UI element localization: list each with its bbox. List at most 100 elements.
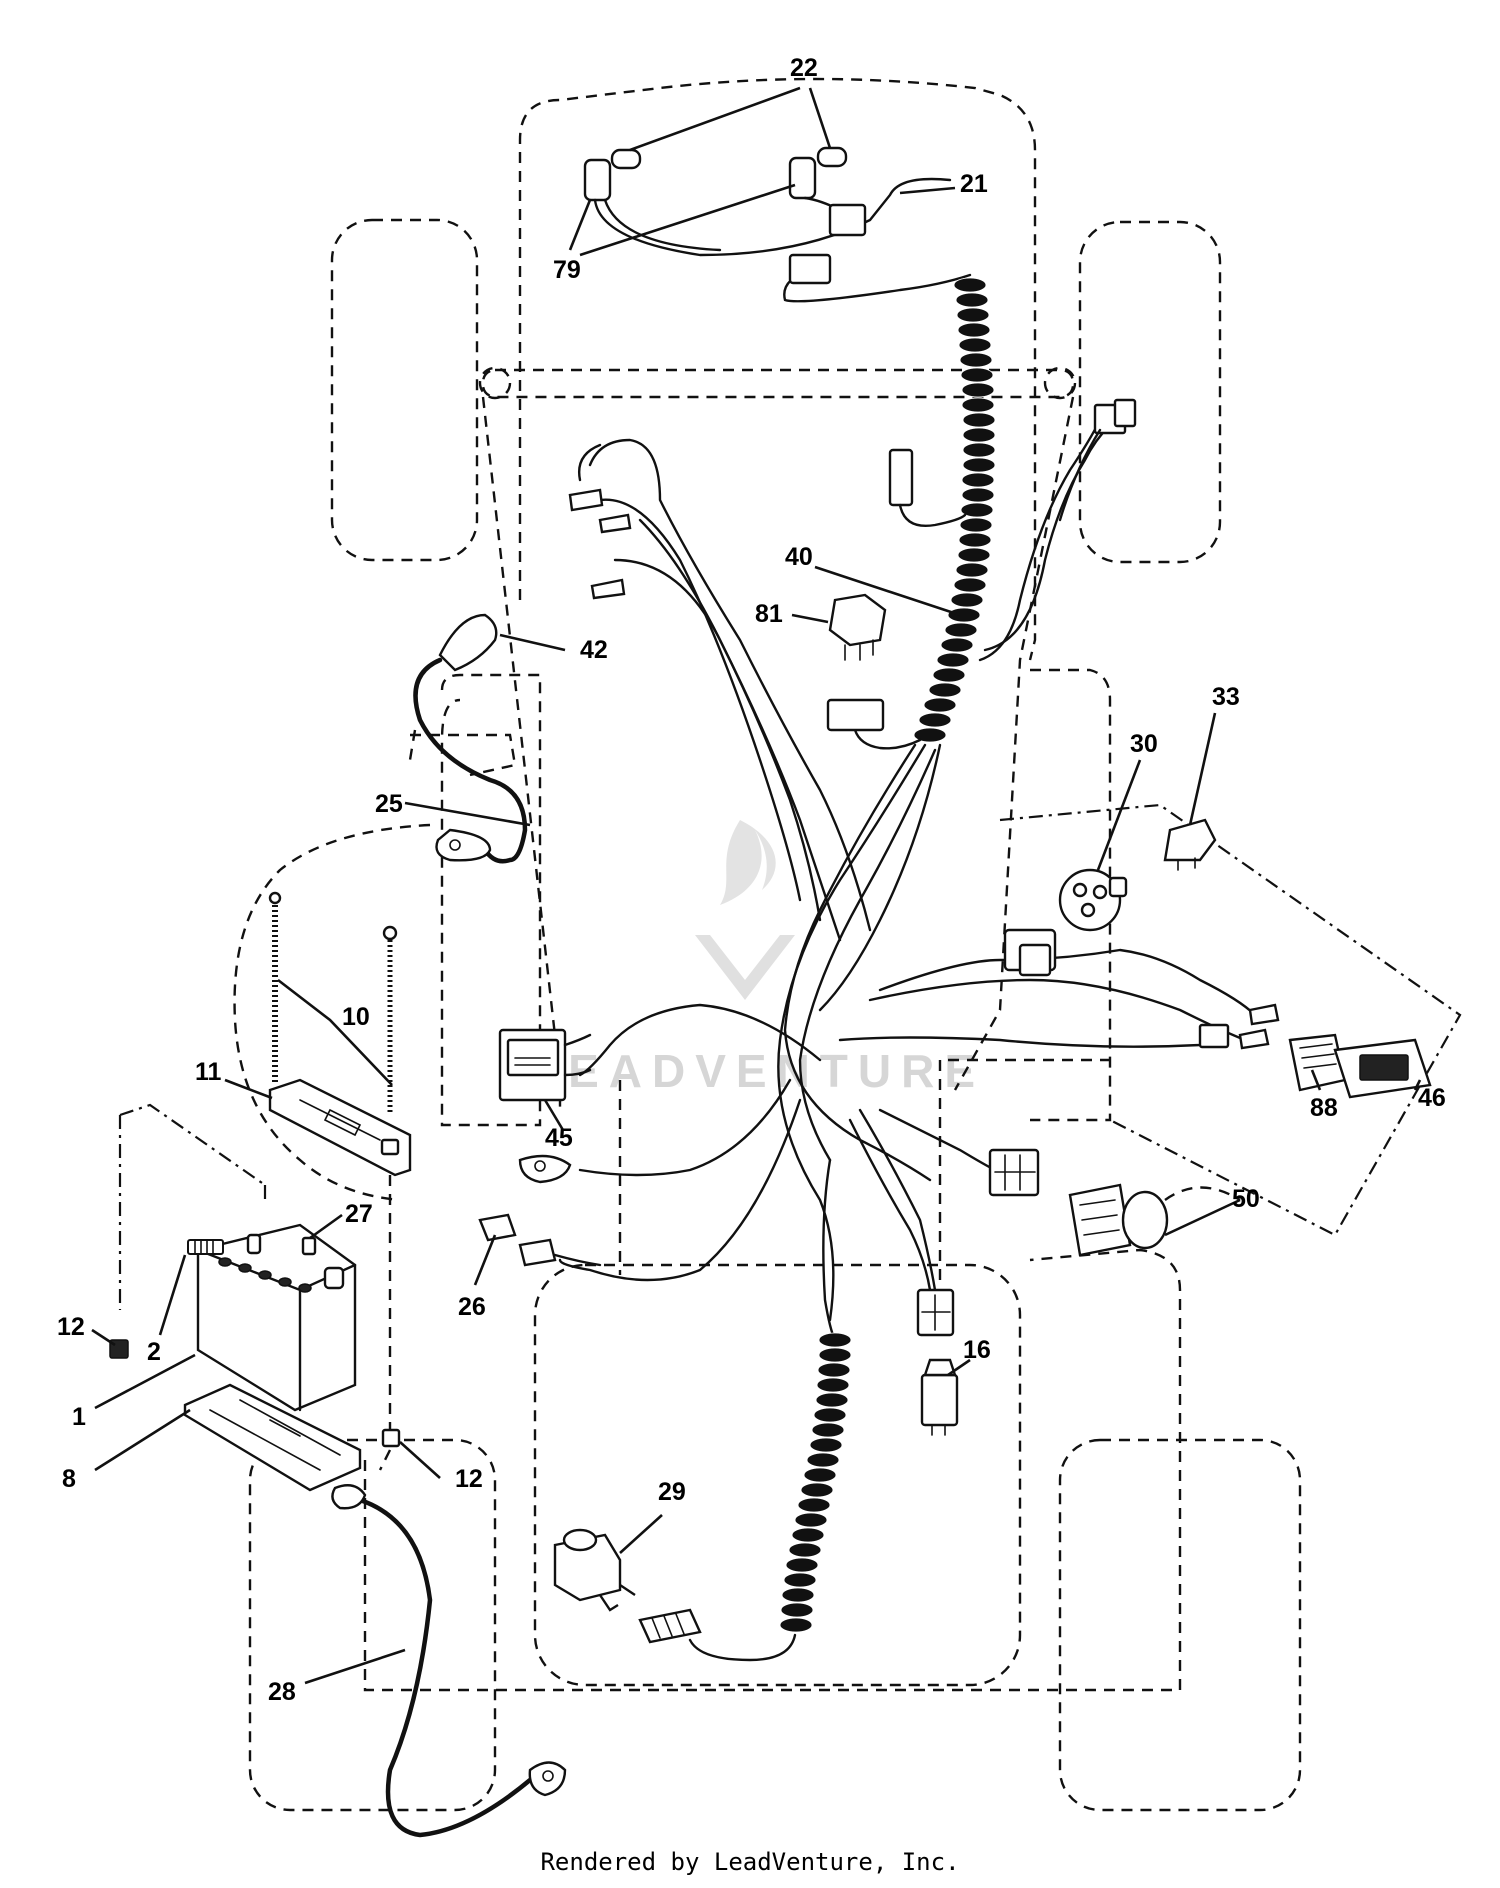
callout-11: 11 [195, 1058, 222, 1086]
leader-22-left [629, 86, 801, 152]
frame-left [481, 396, 562, 1110]
axle-pivot-right [1043, 366, 1077, 400]
harness-bundle-b [798, 748, 937, 1162]
rear-wheel-right [1058, 1438, 1302, 1812]
switch-33 [1163, 818, 1217, 871]
leader-45 [543, 1099, 565, 1131]
body-rear-outline [363, 1248, 1182, 1692]
harness-lower-lead [822, 1158, 837, 1342]
harness-branch-box-right [878, 1108, 997, 1172]
ignition-switch-terminal-2 [1092, 884, 1108, 900]
battery-tray-ribs [209, 1399, 341, 1471]
callout-labels: 22 21 79 40 81 42 25 33 30 10 11 45 88 4… [57, 54, 1446, 1706]
pto-switch-body [1068, 1183, 1132, 1257]
hold-down-rod-right-top [382, 925, 398, 941]
callout-21: 21 [960, 170, 988, 198]
callout-16: 16 [963, 1336, 991, 1364]
leader-28 [304, 1648, 406, 1685]
connector-upper-right-b [1113, 398, 1137, 428]
fuse-holder-26 [478, 1213, 602, 1267]
harness-branch-right-upper [978, 418, 1102, 662]
leader-12-left [91, 1328, 116, 1347]
front-wheel-right [1078, 220, 1222, 564]
harness-branch-upper-left-4 [598, 498, 802, 902]
leader-50 [1164, 1198, 1241, 1237]
leader-1 [94, 1353, 196, 1410]
callout-88: 88 [1310, 1094, 1338, 1122]
relay-81 [828, 593, 887, 661]
bolt-2-threads [194, 1239, 214, 1255]
callout-10: 10 [342, 1003, 370, 1031]
watermark-flame-icon [720, 820, 776, 905]
axle-pivot-left [478, 366, 512, 400]
harness-branch-fuse [558, 1098, 802, 1282]
terminal-dash-right-2 [1238, 1028, 1270, 1050]
leader-25 [404, 801, 531, 827]
callout-12-bottom: 12 [455, 1465, 483, 1493]
harness-coil-upper [913, 277, 996, 743]
fuse-26-clip [518, 1238, 557, 1267]
ignition-switch-terminal-3 [1080, 902, 1096, 918]
connector-box-right-grid [994, 1154, 1036, 1191]
solenoid-tabs [599, 1584, 636, 1612]
leader-2 [158, 1254, 187, 1336]
headlight-wire [593, 177, 952, 257]
cable-28-ring-top [331, 1484, 367, 1510]
hold-down-bracket-hole [380, 1138, 400, 1156]
cable-28-ring-hole [542, 1770, 554, 1782]
seat-switch-pins [931, 1424, 946, 1436]
solenoid-connector-ribs [651, 1613, 685, 1639]
cable-ring-hole-25 [449, 839, 461, 851]
cable-ring-terminal-25 [435, 828, 492, 862]
leader-26 [473, 1234, 497, 1286]
plug-near-81 [826, 698, 885, 732]
headlight-assembly [583, 146, 972, 303]
hour-meter-88-lines [1299, 1043, 1337, 1069]
ground-ring-hole [534, 1160, 546, 1172]
battery-terminal-pos [246, 1233, 262, 1255]
headlight-plug [788, 253, 832, 285]
leader-27 [309, 1213, 343, 1240]
leader-11 [224, 1078, 273, 1100]
harness-branch-plug-81 [853, 728, 922, 750]
ground-cable-28 [331, 1484, 567, 1838]
terminal-dash-right-1 [1248, 1003, 1280, 1026]
callout-28: 28 [268, 1678, 296, 1706]
harness-branch-dash-left [578, 1003, 822, 1077]
seat-switch-16 [920, 1358, 959, 1436]
harness-bundle-a [777, 743, 927, 1322]
mid-frame-outline [618, 1058, 1110, 1280]
hour-meter-45 [498, 1028, 592, 1102]
leader-12-bottom [399, 1441, 441, 1479]
ignition-switch-terminal-1 [1072, 882, 1088, 898]
nut-12-bottom [381, 1428, 401, 1448]
connector-mid-upper [888, 448, 914, 507]
cable-boot-42 [438, 613, 498, 672]
callout-29: 29 [658, 1478, 686, 1506]
ground-ring [518, 1154, 572, 1184]
fuse-26-lead [553, 1253, 602, 1267]
callout-25: 25 [375, 790, 403, 818]
pto-switch-knob [1121, 1190, 1169, 1250]
harness-ground-ring [518, 1154, 572, 1184]
leader-8 [94, 1408, 191, 1472]
relay-body [828, 593, 887, 647]
leader-10 [277, 978, 393, 1086]
callout-40: 40 [785, 543, 813, 571]
leader-29 [619, 1514, 663, 1554]
engine-bay-outline [408, 729, 517, 777]
callout-30: 30 [1130, 730, 1158, 758]
leader-79-right [579, 183, 796, 257]
ignition-panel-outline [999, 803, 1462, 1237]
positive-cable [413, 613, 528, 864]
harness-branch-right-upper-2 [983, 423, 1112, 652]
leader-30 [1096, 759, 1142, 871]
leader-42 [499, 633, 566, 652]
callout-1: 1 [72, 1403, 86, 1431]
battery-area-circle [233, 823, 431, 1202]
callout-22: 22 [790, 54, 818, 82]
watermark-v-icon [695, 935, 795, 1000]
battery-tray-8 [183, 1383, 362, 1492]
solenoid-cap [562, 1528, 598, 1552]
